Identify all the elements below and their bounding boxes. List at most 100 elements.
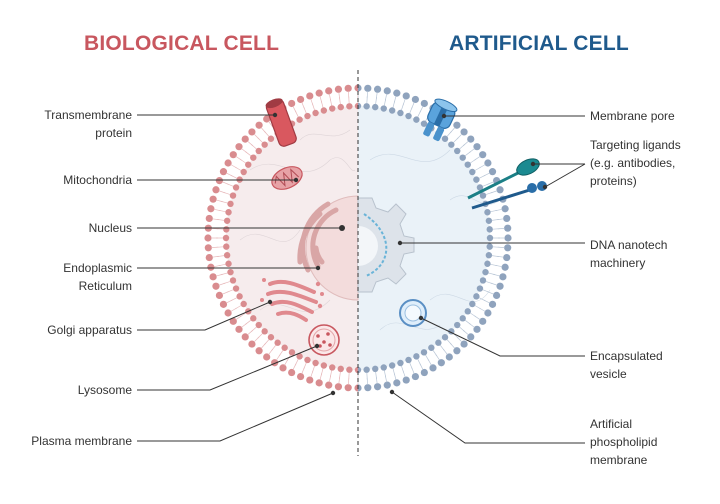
art-lipid-inner-tail (491, 219, 499, 221)
bio-lipid-inner-head (261, 328, 268, 335)
bio-lipid-inner-head (281, 344, 288, 351)
bio-lipid-outer-head (229, 151, 237, 159)
art-lipid-inner-head (454, 321, 461, 329)
art-lipid-outer-head (473, 143, 481, 151)
art-lipid-outer-head (479, 151, 487, 159)
art-lipid-inner-tail (409, 106, 413, 114)
bio-lipid-inner-head (250, 315, 257, 322)
art-lipid-inner-head (358, 102, 362, 110)
art-lipid-outer-head (373, 85, 382, 93)
bio-lipid-outer-head (204, 234, 212, 242)
bio-lipid-inner-tail (223, 281, 231, 284)
bio-lipid-inner-head (250, 154, 257, 161)
bio-lipid-inner-head (288, 349, 296, 356)
art-lipid-inner-tail (425, 354, 430, 362)
bio-lipid-outer-head (354, 384, 358, 392)
bio-lipid-inner-head (320, 107, 328, 114)
art-lipid-outer-head (402, 376, 410, 384)
bio-lipid-outer-head (212, 282, 220, 290)
art-lipid-inner-head (484, 260, 491, 267)
bio-lipid-inner-head (229, 277, 237, 284)
bio-lipid-inner-tail (251, 326, 257, 332)
label-targeting-ligands: Targeting ligands (e.g. antibodies, prot… (590, 138, 681, 188)
bio-lipid-inner-head (337, 103, 344, 111)
bio-lipid-inner-tail (257, 137, 263, 143)
art-lipid-outer-head (393, 379, 401, 387)
art-lipid-outer-head (504, 234, 512, 242)
artificial-interior (358, 106, 490, 370)
art-lipid-inner-tail (478, 174, 486, 179)
art-lipid-inner-head (405, 356, 412, 364)
bio-lipid-outer-head (229, 317, 237, 325)
art-lipid-inner-head (479, 192, 487, 199)
bio-lipid-inner-head (225, 260, 232, 267)
bio-lipid-outer-head (207, 263, 215, 271)
bio-lipid-outer-head (325, 381, 333, 389)
art-lipid-outer-head (488, 168, 497, 176)
bio-lipid-outer-head (241, 135, 249, 143)
art-lipid-outer-head (501, 263, 509, 271)
art-lipid-outer-head (488, 300, 497, 308)
art-lipid-outer-head (467, 135, 475, 143)
bio-lipid-inner-tail (234, 305, 242, 310)
bio-lipid-outer-head (209, 273, 217, 281)
bio-lipid-outer-head (306, 92, 314, 100)
dna-nanotech-gear (357, 197, 415, 293)
art-lipid-inner-tail (482, 289, 490, 293)
label-nucleus: Nucleus (88, 221, 132, 235)
bio-lipid-inner-tail (312, 103, 315, 111)
bio-lipid-inner-tail (226, 183, 234, 187)
art-lipid-outer-head (504, 244, 512, 252)
art-lipid-inner-tail (375, 97, 377, 105)
artificial-cell-title: ARTIFICIAL CELL (449, 32, 629, 55)
art-lipid-inner-head (469, 300, 476, 308)
label-lysosome: Lysosome (77, 383, 132, 397)
art-lipid-outer-head (460, 340, 468, 348)
bio-lipid-outer-head (334, 85, 343, 93)
art-lipid-inner-head (459, 154, 466, 161)
bio-lipid-inner-head (346, 103, 353, 110)
bio-lipid-inner-tail (271, 344, 277, 351)
art-lipid-inner-head (428, 344, 435, 351)
bio-lipid-outer-head (288, 99, 296, 108)
art-lipid-inner-head (420, 349, 428, 356)
bio-lipid-inner-tail (320, 100, 324, 108)
label-endoplasmic-reticulum: Endoplasmic Reticulum (63, 261, 132, 293)
bio-lipid-inner-tail (303, 362, 307, 370)
art-lipid-outer-head (358, 84, 362, 92)
bio-lipid-outer-head (219, 300, 228, 308)
bio-lipid-inner-head (267, 334, 275, 341)
bio-lipid-inner-tail (264, 131, 270, 137)
bio-lipid-outer-head (288, 368, 296, 377)
bio-lipid-outer-head (248, 340, 256, 348)
bio-lipid-inner-head (329, 364, 336, 371)
art-lipid-inner-head (479, 277, 487, 284)
membrane-pore (423, 98, 458, 142)
endoplasmic-reticulum (297, 201, 339, 273)
art-lipid-inner-head (454, 147, 461, 155)
art-lipid-outer-head (492, 291, 501, 300)
art-lipid-outer-head (503, 214, 511, 223)
targeting-ligands (467, 158, 547, 210)
art-lipid-inner-tail (485, 192, 493, 195)
art-lipid-inner-head (363, 103, 370, 110)
bio-lipid-inner-head (223, 217, 231, 224)
art-lipid-outer-head (473, 325, 481, 333)
art-lipid-inner-head (413, 116, 420, 123)
bio-lipid-inner-head (225, 209, 232, 216)
bio-lipid-inner-tail (329, 98, 333, 106)
bio-lipid-outer-head (296, 95, 305, 104)
art-lipid-outer-head (484, 159, 492, 167)
bio-lipid-inner-tail (220, 200, 228, 204)
art-lipid-outer-head (373, 383, 382, 391)
bio-lipid-inner-head (329, 105, 336, 112)
art-lipid-inner-head (469, 168, 476, 176)
art-lipid-inner-head (459, 315, 466, 322)
art-lipid-inner-tail (401, 365, 404, 373)
bio-lipid-inner-head (227, 268, 234, 276)
label-encapsulated-vesicle: Encapsulated vesicle (590, 349, 663, 381)
art-lipid-inner-head (441, 135, 449, 142)
art-lipid-inner-head (486, 234, 494, 242)
art-lipid-inner-head (363, 366, 370, 373)
